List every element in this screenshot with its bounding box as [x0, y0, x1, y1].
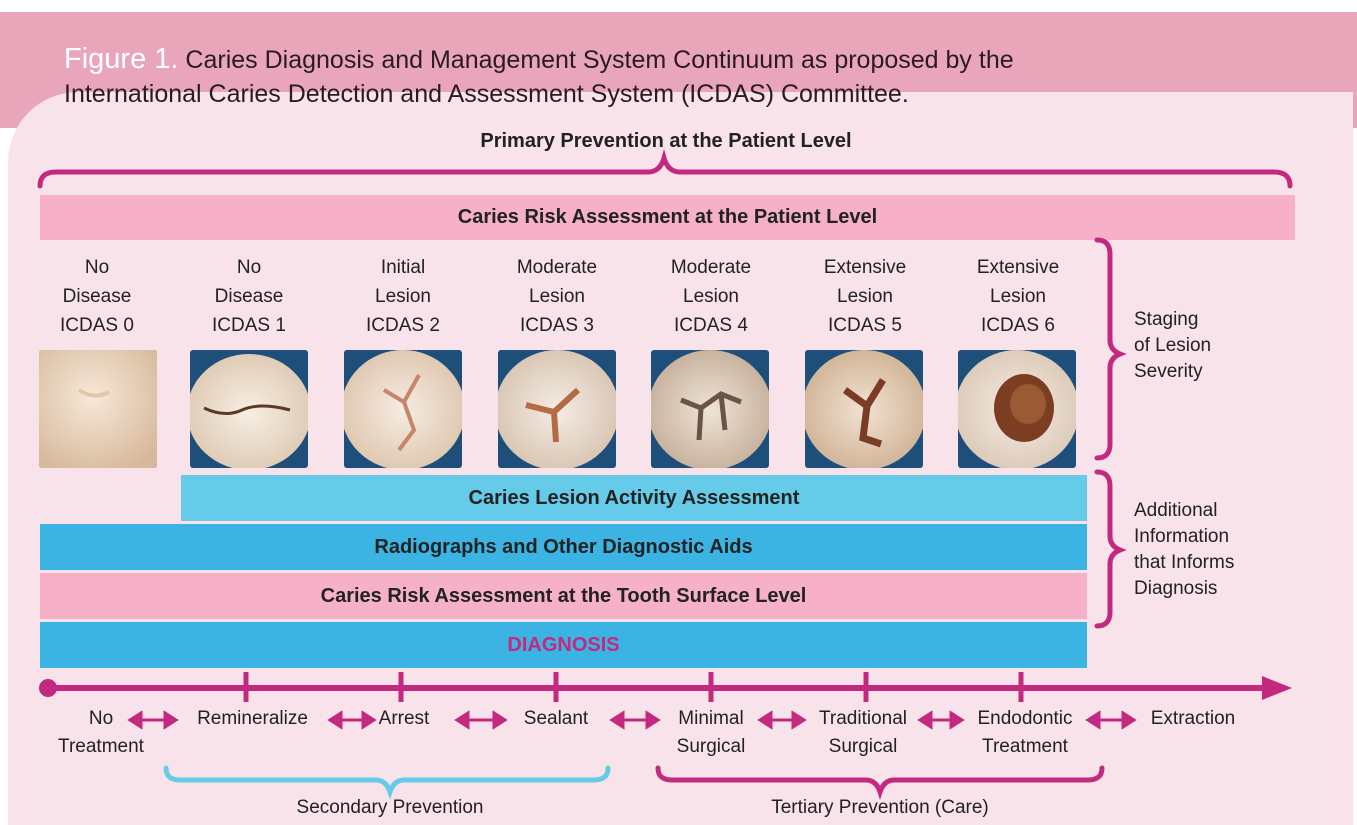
- treatment-double-arrows: [130, 713, 1134, 727]
- secondary-prevention-brace: [166, 768, 608, 792]
- primary-prevention-brace: [40, 158, 1290, 186]
- tertiary-prevention-brace: [658, 768, 1102, 792]
- timeline-start-dot: [39, 679, 57, 697]
- staging-brace: [1097, 240, 1120, 458]
- timeline-arrowhead: [1262, 676, 1292, 700]
- additional-info-brace: [1097, 472, 1120, 626]
